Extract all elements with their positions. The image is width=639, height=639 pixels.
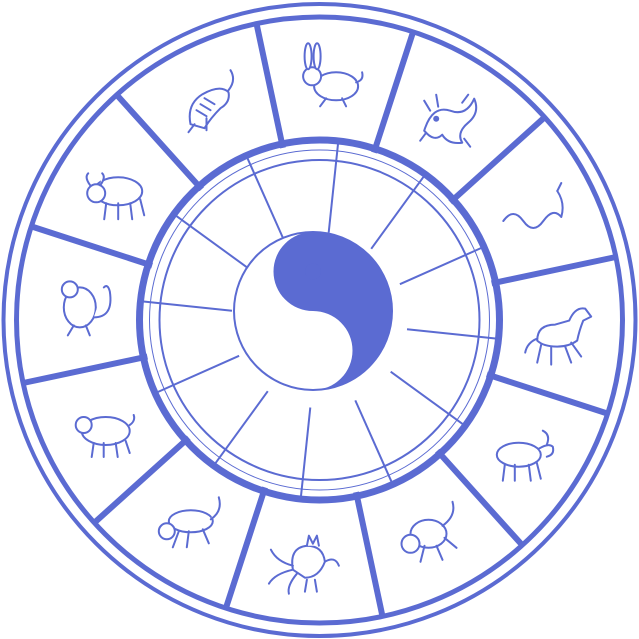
yang-dot <box>305 263 321 280</box>
goat-icon <box>495 429 555 482</box>
inner-spoke <box>399 247 482 286</box>
zodiac-divider <box>448 115 547 205</box>
inner-spoke <box>175 215 249 270</box>
zodiac-divider <box>491 254 617 287</box>
inner-spoke <box>157 354 240 393</box>
rat-icon <box>60 280 112 337</box>
zodiac-divider <box>371 30 416 154</box>
yin-yang-icon <box>233 231 393 391</box>
yin-half <box>273 232 392 390</box>
ox-icon <box>85 172 146 221</box>
zodiac-divider <box>353 491 386 618</box>
yin-dot <box>305 342 321 359</box>
zodiac-divider <box>30 223 154 269</box>
inner-spoke <box>246 157 285 241</box>
inner-ring <box>136 136 503 504</box>
tiger-icon <box>187 69 235 134</box>
zodiac-divider <box>435 448 525 548</box>
zodiac-dividers <box>22 22 617 618</box>
zodiac-divider <box>223 486 268 610</box>
zodiac-divider <box>485 371 609 417</box>
horse-icon <box>524 307 593 366</box>
inner-spoke <box>143 300 233 312</box>
band-inner-circle <box>158 159 481 481</box>
pig-icon <box>74 414 136 458</box>
inner-spokes <box>143 143 496 497</box>
rabbit-icon <box>302 42 364 108</box>
snake-icon <box>502 182 564 229</box>
dragon-icon <box>419 93 478 148</box>
rim-inner-circle <box>14 14 625 626</box>
band-mid-circle <box>149 149 490 491</box>
zodiac-divider <box>22 353 148 386</box>
inner-spoke <box>300 407 312 497</box>
zodiac-divider <box>92 435 191 525</box>
zodiac-animals <box>60 42 593 595</box>
inner-spoke <box>327 143 339 233</box>
zodiac-divider <box>253 22 286 149</box>
rooster-icon <box>267 534 340 595</box>
inner-spoke <box>390 370 464 425</box>
inner-spoke <box>406 328 496 340</box>
dog-icon <box>157 496 221 549</box>
inner-spoke <box>214 390 269 464</box>
inner-spoke <box>354 399 393 483</box>
monkey-icon <box>400 500 458 563</box>
inner-spoke <box>370 176 425 250</box>
zodiac-divider <box>114 92 204 192</box>
band-outer-circle <box>136 136 503 504</box>
